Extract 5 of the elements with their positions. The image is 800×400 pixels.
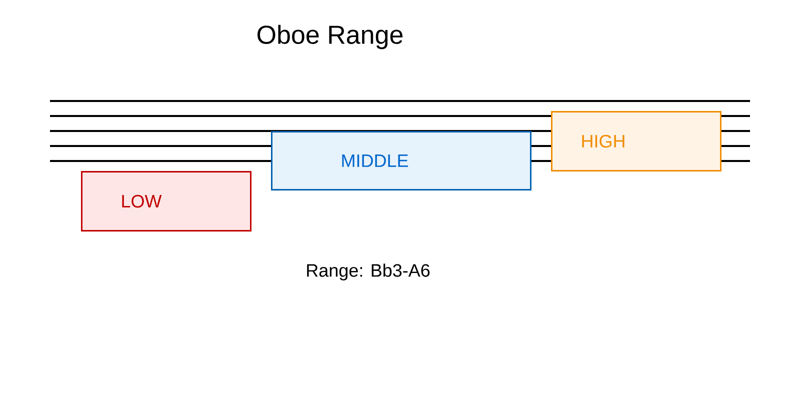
- range-note: Range: Bb3-A6: [307, 264, 430, 280]
- title: Oboe Range: [258, 24, 403, 50]
- range-box: LOW: [81, 171, 252, 232]
- range-box: HIGH: [551, 111, 722, 172]
- range-box: MIDDLE: [271, 131, 532, 190]
